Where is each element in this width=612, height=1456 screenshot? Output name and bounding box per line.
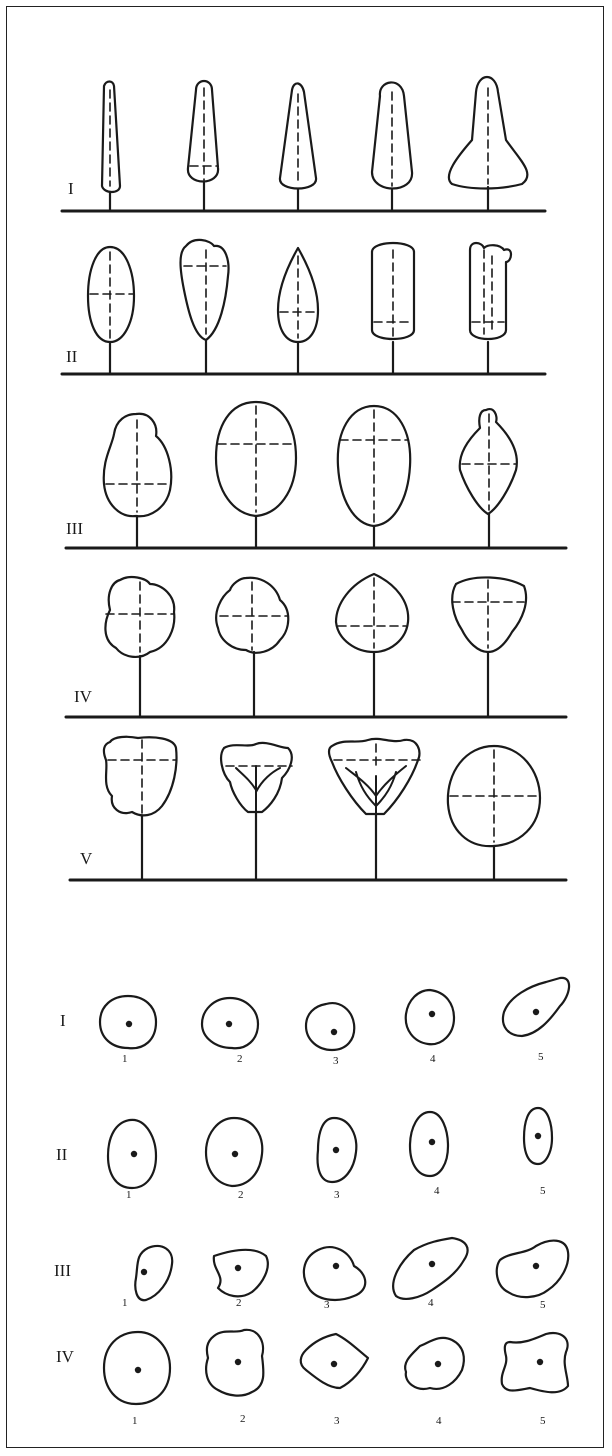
crown-plan: 5: [524, 1108, 552, 1197]
side-row-4: IV: [66, 574, 566, 717]
tree-profile: [329, 739, 420, 880]
tree-profile: [188, 81, 218, 211]
crown-plan: 1: [104, 1332, 170, 1427]
crown-plan: 4: [405, 1338, 464, 1427]
crown-plan: 1: [100, 996, 156, 1065]
plan-number: 4: [436, 1415, 442, 1427]
crown-plan: 1: [108, 1120, 156, 1201]
plan-number: 5: [538, 1051, 544, 1063]
plan-number: 1: [132, 1415, 138, 1427]
plan-number: 1: [122, 1053, 128, 1065]
side-profile-section: I: [62, 77, 566, 880]
crown-plan: 2: [214, 1250, 268, 1309]
plan-number: 2: [238, 1189, 244, 1201]
crown-plan: 5: [503, 978, 569, 1063]
row-label: I: [68, 179, 74, 198]
row-label: III: [54, 1261, 71, 1280]
side-row-1: I: [62, 77, 545, 211]
plan-number: 1: [122, 1297, 128, 1309]
crown-plan: 3: [318, 1118, 357, 1201]
side-row-5: V: [70, 737, 566, 880]
plan-number: 2: [240, 1413, 246, 1425]
plan-row-3: III 1 2 3 4: [54, 1238, 568, 1311]
plan-number: 3: [334, 1189, 340, 1201]
row-label: I: [60, 1011, 66, 1030]
crown-plan-section: I 1 2 3 4: [54, 978, 569, 1427]
row-label: IV: [74, 687, 93, 706]
row-label: IV: [56, 1347, 75, 1366]
plan-number: 4: [430, 1053, 436, 1065]
plan-number: 3: [333, 1055, 339, 1067]
crown-plan: 5: [497, 1241, 569, 1311]
plan-number: 5: [540, 1185, 546, 1197]
tree-profile: [470, 243, 511, 374]
tree-profile: [280, 83, 316, 211]
tree-profile: [338, 406, 410, 548]
tree-profile: [449, 77, 528, 211]
tree-profile: [104, 414, 171, 548]
plan-number: 5: [540, 1415, 546, 1427]
side-row-3: III: [66, 402, 566, 548]
tree-profile: [216, 578, 288, 717]
row-label: II: [66, 347, 78, 366]
crown-plan: 3: [301, 1334, 368, 1427]
plan-number: 2: [237, 1053, 243, 1065]
tree-profile: [181, 240, 229, 374]
plan-number: 4: [434, 1185, 440, 1197]
crown-plan: 4: [406, 990, 454, 1065]
plan-number: 1: [126, 1189, 132, 1201]
plan-number: 3: [324, 1299, 330, 1311]
tree-profile: [105, 577, 174, 717]
crown-plan: 5: [502, 1333, 568, 1427]
row-label: II: [56, 1145, 68, 1164]
crown-plan: 2: [206, 1330, 263, 1425]
tree-profile: [452, 577, 526, 717]
row-label: III: [66, 519, 83, 538]
tree-profile: [88, 247, 134, 374]
tree-profile: [216, 402, 296, 548]
tree-profile: [372, 243, 414, 374]
tree-profile: [102, 82, 120, 212]
crown-plan: 3: [306, 1003, 354, 1067]
plan-row-2: II 1 2 3 4: [56, 1108, 552, 1201]
tree-profile: [448, 746, 540, 880]
plan-number: 4: [428, 1297, 434, 1309]
crown-plan: 3: [304, 1247, 365, 1311]
tree-profile: [372, 82, 412, 211]
tree-profile: [104, 737, 177, 880]
plan-number: 3: [334, 1415, 340, 1427]
side-row-2: II: [62, 240, 545, 374]
plan-row-1: I 1 2 3 4: [60, 978, 569, 1067]
crown-plan: 4: [410, 1112, 448, 1197]
crown-plan: 2: [206, 1118, 262, 1201]
crown-plan: 2: [202, 998, 258, 1065]
tree-profile: [221, 743, 292, 880]
crown-plan: 4: [393, 1238, 467, 1309]
crown-plan: 1: [122, 1246, 172, 1309]
plan-number: 2: [236, 1297, 242, 1309]
row-label: V: [80, 849, 93, 868]
tree-profile: [278, 248, 318, 374]
tree-profile: [460, 409, 517, 548]
plan-row-4: IV 1 2 3 4: [56, 1330, 568, 1427]
tree-profile: [336, 574, 408, 717]
plan-number: 5: [540, 1299, 546, 1311]
